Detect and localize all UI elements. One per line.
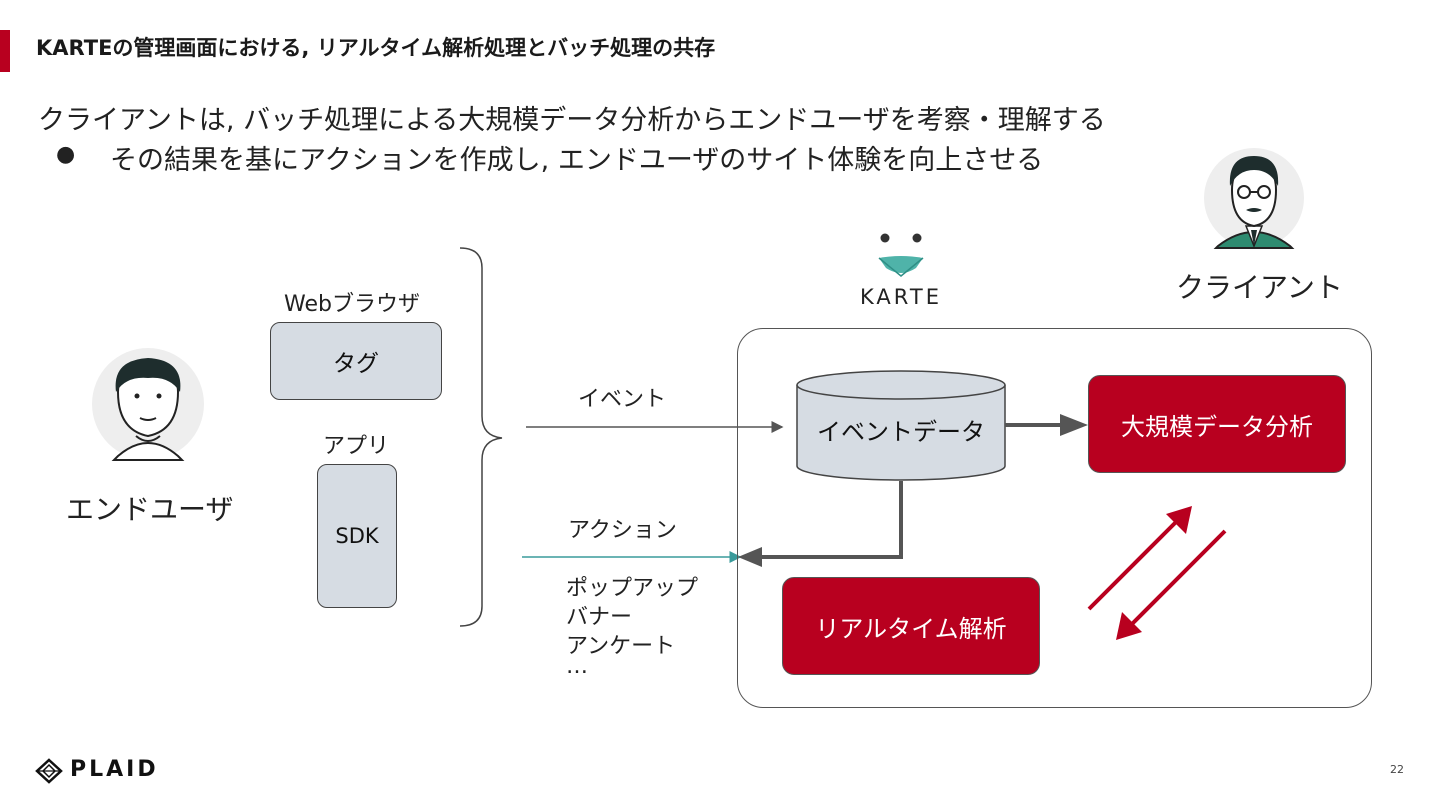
platform-brace — [459, 247, 503, 627]
karte-logo-icon — [878, 233, 924, 277]
batch-analysis-box: 大規模データ分析 — [1088, 375, 1346, 473]
realtime-to-batch-arrow — [1087, 516, 1182, 611]
karte-panel — [737, 328, 1372, 708]
lead-text: クライアントは, バッチ処理による大規模データ分析からエンドユーザを考察・理解す… — [38, 105, 1106, 136]
bullet-marker: ● — [56, 142, 76, 167]
title-accent-bar — [0, 30, 10, 72]
plaid-logo-icon — [35, 758, 63, 784]
action-item-survey: アンケート — [566, 634, 676, 659]
event-label: イベント — [578, 387, 667, 412]
tag-box: タグ — [270, 322, 442, 400]
web-browser-label: Webブラウザ — [284, 292, 420, 317]
action-item-popup: ポップアップ — [566, 576, 699, 601]
action-item-ellipsis: … — [566, 654, 588, 679]
client-label: クライアント — [1176, 271, 1343, 304]
bullet-text: その結果を基にアクションを作成し, エンドユーザのサイト体験を向上させる — [110, 145, 1044, 176]
plaid-brand-text: PLAID — [70, 757, 159, 782]
sdk-box: SDK — [317, 464, 397, 608]
app-label: アプリ — [323, 434, 390, 459]
batch-to-realtime-arrow — [1126, 529, 1227, 630]
realtime-analysis-box: リアルタイム解析 — [782, 577, 1040, 675]
action-label: アクション — [568, 518, 677, 543]
event-data-cylinder — [796, 370, 1006, 481]
client-avatar-icon — [1204, 148, 1304, 249]
end-user-avatar-icon — [92, 348, 204, 461]
action-output-line — [760, 481, 903, 559]
page-title: KARTEの管理画面における, リアルタイム解析処理とバッチ処理の共存 — [36, 36, 716, 60]
end-user-label: エンドユーザ — [66, 493, 234, 526]
karte-logo-text: KARTE — [860, 285, 942, 309]
action-item-banner: バナー — [566, 605, 633, 630]
page-number: 22 — [1390, 763, 1404, 776]
event-data-label: イベントデータ — [817, 418, 985, 446]
